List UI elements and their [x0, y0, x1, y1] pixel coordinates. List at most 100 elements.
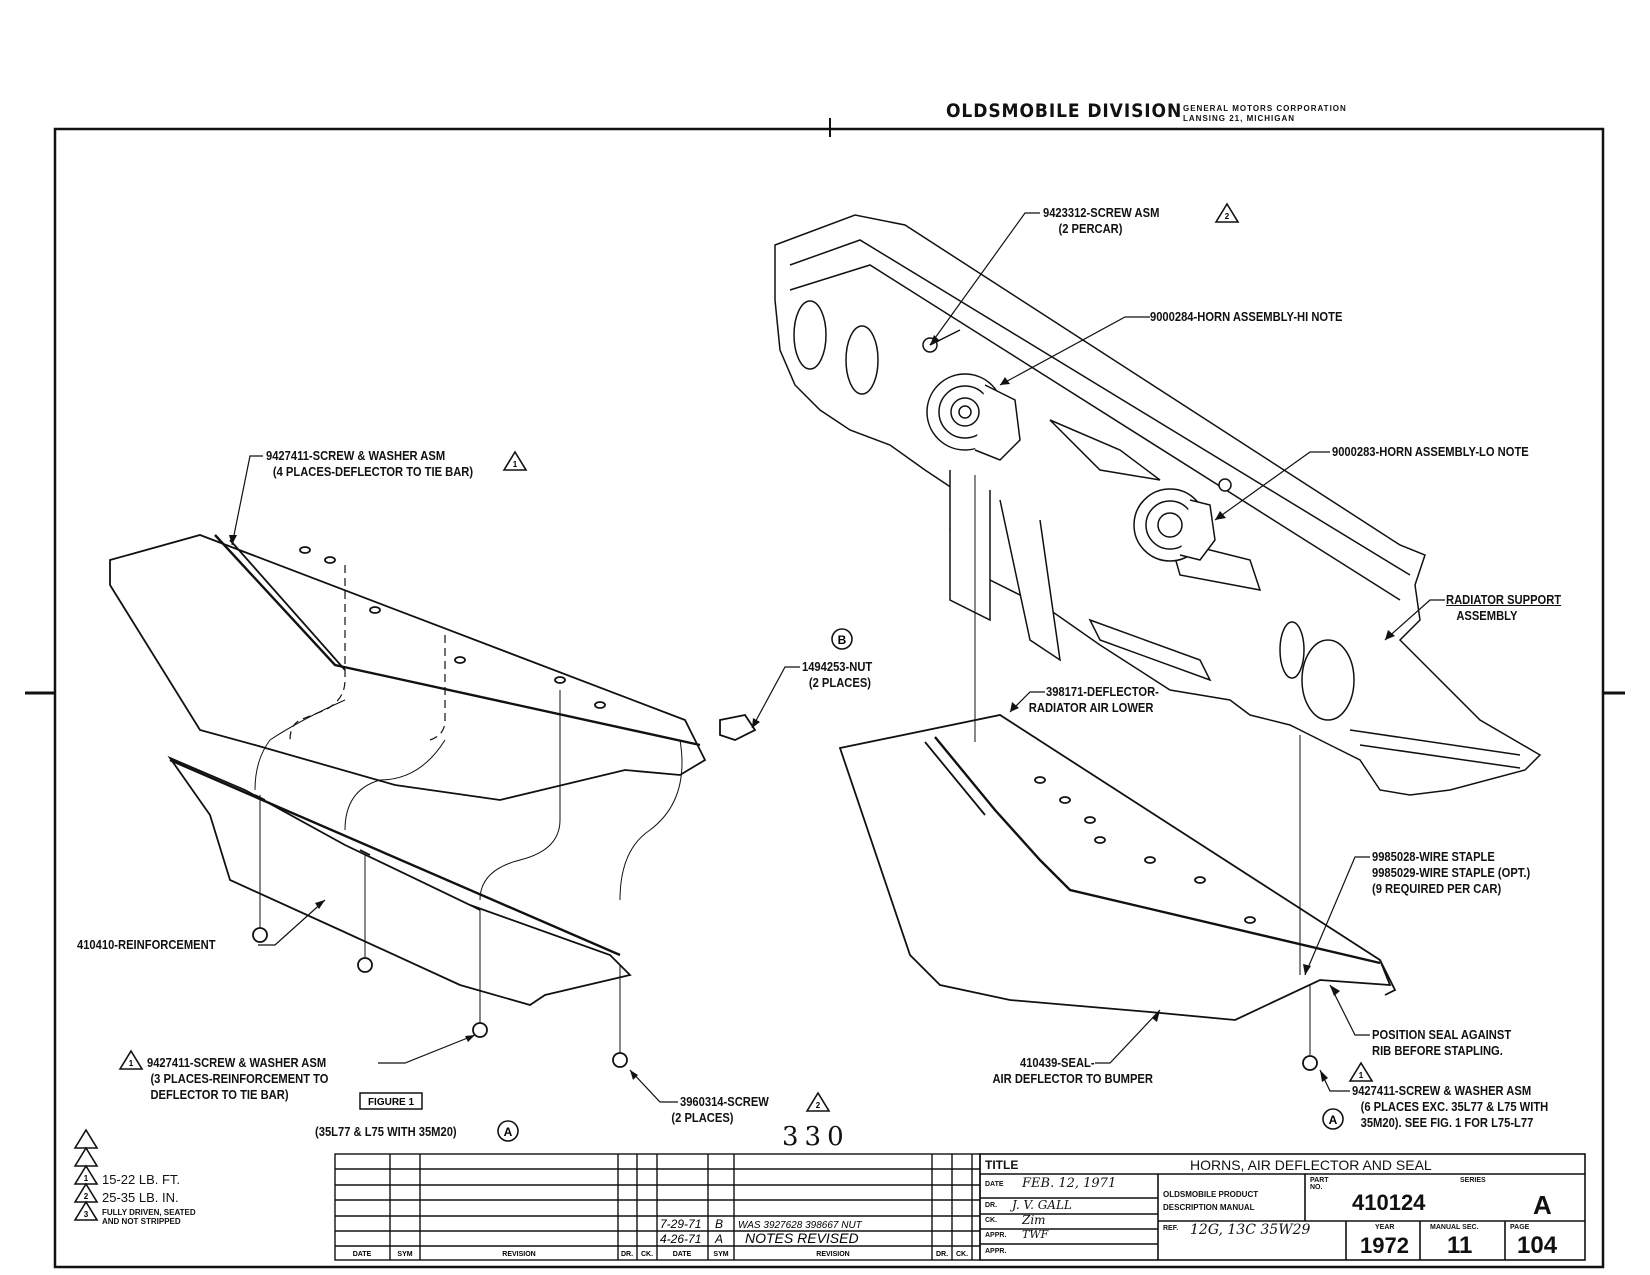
figure-1-deflector — [109, 534, 757, 1068]
rev-row-text: NOTES REVISED — [745, 1230, 859, 1246]
callout-line: 9423312-SCREW ASM — [1043, 205, 1160, 220]
legend-number: 1 — [84, 1174, 89, 1183]
rev-header-dr: DR. — [621, 1251, 633, 1258]
callout-line: (2 PLACES) — [808, 675, 872, 690]
approved-label: APPR. — [985, 1232, 1007, 1239]
rev-header-sym: SYM — [397, 1251, 412, 1258]
revision-rows: 7-29-71 B WAS 3927628 398667 NUT 4-26-71… — [660, 1217, 863, 1246]
revision-flag-icons — [118, 202, 1374, 1112]
marker-a-circle — [1322, 1108, 1344, 1130]
rev-row-text: WAS 3927628 398667 NUT — [738, 1220, 863, 1231]
callout-line: 398171-DEFLECTOR- — [1046, 684, 1159, 699]
flag-number: 1 — [129, 1059, 134, 1068]
callout-seal: 410439-SEAL- AIR DEFLECTOR TO BUMPER — [992, 1055, 1152, 1087]
triangle-flag-icon — [502, 450, 528, 471]
deflector-radiator-air-lower — [838, 475, 1397, 1071]
title-block-grid — [979, 1153, 1586, 1261]
callout-line: (4 PLACES-DEFLECTOR TO TIE BAR) — [272, 464, 474, 479]
legend-line: FULLY DRIVEN, SEATED — [102, 1208, 196, 1217]
drawing-title: HORNS, AIR DEFLECTOR AND SEAL — [1190, 1157, 1432, 1173]
year-label: YEAR — [1375, 1224, 1395, 1231]
callout-radiator-support: RADIATOR SUPPORT ASSEMBLY — [1446, 592, 1561, 624]
callout-line: (9 REQUIRED PER CAR) — [1372, 881, 1502, 896]
callout-line: (2 PERCAR) — [1058, 221, 1123, 236]
rev-header-ck: CK. — [956, 1251, 968, 1258]
torque-legend-3: FULLY DRIVEN, SEATED AND NOT STRIPPED — [102, 1208, 196, 1226]
division-title: OLDSMOBILE DIVISION — [946, 100, 1183, 122]
callout-line: AIR DEFLECTOR TO BUMPER — [992, 1071, 1153, 1086]
callout-line: (6 PLACES EXC. 35L77 & L75 WITH — [1360, 1099, 1549, 1114]
part-no-label: PART NO. — [1310, 1177, 1329, 1191]
corporation-line: GENERAL MOTORS CORPORATION LANSING 21, M… — [1183, 104, 1347, 124]
rev-header-date: DATE — [353, 1251, 372, 1258]
callout-line: 3960314-SCREW — [680, 1094, 769, 1109]
triangle-flag-icon — [73, 1146, 99, 1167]
callout-screw-asm-horn: 9423312-SCREW ASM (2 PERCAR) — [1043, 205, 1159, 237]
year-value: 1972 — [1360, 1233, 1409, 1258]
manual-line: OLDSMOBILE PRODUCT — [1163, 1190, 1259, 1199]
callout-line: POSITION SEAL AGAINST — [1372, 1027, 1512, 1042]
page-label: PAGE — [1510, 1224, 1530, 1231]
manual-section: 11 — [1447, 1232, 1473, 1259]
ref-label: REF. — [1163, 1225, 1179, 1232]
marker-b-label: B — [838, 633, 847, 647]
callout-wire-staple: 9985028-WIRE STAPLE 9985029-WIRE STAPLE … — [1372, 849, 1530, 897]
part-number: 410124 — [1352, 1190, 1426, 1215]
ref-value: 12G, 13C 35W29 — [1190, 1222, 1311, 1238]
corporation-name: GENERAL MOTORS CORPORATION — [1183, 104, 1347, 113]
triangle-flag-icon — [1214, 202, 1240, 223]
callout-line: 410439-SEAL- — [1020, 1055, 1095, 1070]
callout-line: 9427411-SCREW & WASHER ASM — [1352, 1083, 1532, 1098]
callout-line: RADIATOR SUPPORT — [1446, 592, 1562, 607]
torque-legend-2: 25-35 LB. IN. — [102, 1190, 179, 1205]
triangle-flag-icon — [805, 1091, 831, 1112]
legend-number: 3 — [84, 1210, 89, 1219]
handwritten-page-number: 330 — [782, 1122, 850, 1152]
rev-header-sym: SYM — [713, 1251, 728, 1258]
rev-row-sym: A — [714, 1232, 723, 1246]
callout-screw-washer-4: 9427411-SCREW & WASHER ASM (4 PLACES-DEF… — [266, 448, 473, 480]
corporation-address: LANSING 21, MICHIGAN — [1183, 114, 1296, 123]
torque-legend-1: 15-22 LB. FT. — [102, 1172, 181, 1187]
callout-line: 9427411-SCREW & WASHER ASM — [266, 448, 446, 463]
figure-note: (35L77 & L75 WITH 35M20) — [315, 1124, 457, 1139]
callout-line: 9427411-SCREW & WASHER ASM — [147, 1055, 327, 1070]
rev-row-date: 4-26-71 — [660, 1232, 701, 1246]
flag-number: 2 — [1225, 212, 1230, 221]
drawn-by: J. V. GALL — [1012, 1198, 1072, 1212]
callout-line: ASSEMBLY — [1456, 608, 1518, 623]
callout-line: (2 PLACES) — [671, 1110, 734, 1125]
date-label: DATE — [985, 1181, 1004, 1188]
callout-screw-washer-6: 9427411-SCREW & WASHER ASM (6 PLACES EXC… — [1352, 1083, 1548, 1131]
callout-line: 1494253-NUT — [802, 659, 873, 674]
triangle-flag-icon — [1348, 1061, 1374, 1082]
manual-line: DESCRIPTION MANUAL — [1163, 1203, 1255, 1212]
legend-line: AND NOT STRIPPED — [102, 1217, 181, 1226]
revision-table-grid — [334, 1153, 981, 1261]
legend-number: 2 — [84, 1192, 89, 1201]
checked-by-label: CK. — [985, 1217, 998, 1224]
rev-header-ck: CK. — [641, 1251, 653, 1258]
rev-row-date: 7-29-71 — [660, 1217, 701, 1231]
rev-header-revision: REVISION — [816, 1251, 849, 1258]
marker-a-label: A — [1329, 1113, 1338, 1127]
callout-position-seal: POSITION SEAL AGAINST RIB BEFORE STAPLIN… — [1372, 1027, 1511, 1059]
figure-label-box — [359, 1092, 423, 1110]
series-label: SERIES — [1460, 1177, 1486, 1184]
callout-line: 35M20). SEE FIG. 1 FOR L75-L77 — [1360, 1115, 1534, 1130]
flag-number: 1 — [1359, 1071, 1364, 1080]
drawn-by-label: DR. — [985, 1202, 998, 1209]
title-label: TITLE — [985, 1158, 1019, 1172]
flag-number: 2 — [816, 1101, 821, 1110]
leader-arrowheads — [229, 335, 1395, 1082]
callout-line: RIB BEFORE STAPLING. — [1372, 1043, 1503, 1058]
callout-line: DEFLECTOR TO TIE BAR) — [150, 1087, 289, 1102]
callout-screw-3960314: 3960314-SCREW (2 PLACES) — [671, 1094, 769, 1126]
manual-section-label: MANUAL SEC. — [1430, 1224, 1479, 1231]
flag-number: 1 — [513, 460, 518, 469]
marker-a-circle — [497, 1120, 519, 1142]
callout-horn-hi-note: 9000284-HORN ASSEMBLY-HI NOTE — [1150, 309, 1343, 324]
radiator-support-assembly — [774, 214, 1542, 796]
checked-by: Zim — [1022, 1213, 1046, 1227]
